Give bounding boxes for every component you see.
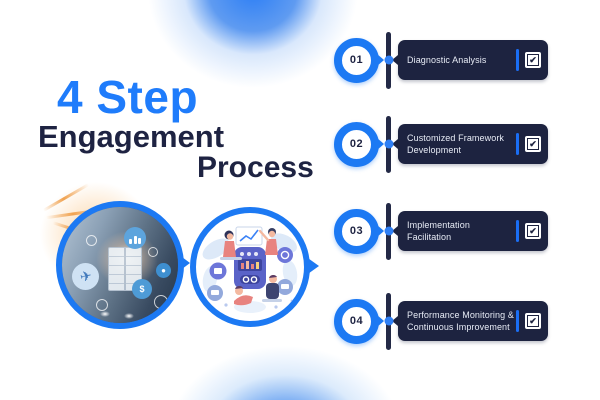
photo-circle: ✈ $ ● bbox=[56, 201, 184, 329]
connector-bar bbox=[384, 292, 393, 350]
step-badge-pointer bbox=[377, 138, 384, 150]
checkmark-icon: ✔ bbox=[527, 315, 539, 327]
user-icon: ● bbox=[156, 263, 171, 278]
step-number-badge: 02 bbox=[334, 121, 379, 167]
connector-dot bbox=[384, 316, 393, 326]
step-badge-pointer bbox=[377, 54, 384, 66]
title-line-1: 4 Step bbox=[57, 71, 199, 123]
bar-chart-icon bbox=[124, 227, 146, 249]
step-label: Performance Monitoring & Continuous Impr… bbox=[407, 309, 514, 333]
step-label-line: Diagnostic Analysis bbox=[407, 54, 487, 65]
checkmark-icon: ✔ bbox=[527, 138, 539, 150]
step-number: 02 bbox=[349, 138, 364, 150]
illustration-circle bbox=[190, 207, 310, 327]
connector-dot bbox=[384, 139, 393, 149]
money-icon: $ bbox=[132, 279, 152, 299]
checkbox[interactable]: ✔ bbox=[525, 223, 541, 239]
illustration-circle-pointer bbox=[305, 256, 319, 276]
checkmark-icon: ✔ bbox=[527, 225, 539, 237]
connector-dot bbox=[384, 226, 393, 236]
title-line-2: Engagement bbox=[38, 119, 225, 154]
step-number-badge: 01 bbox=[334, 37, 379, 83]
step-card: Implementation Facilitation ✔ bbox=[398, 211, 548, 251]
step-row-1: 01 Diagnostic Analysis ✔ bbox=[334, 29, 548, 91]
card-arrow-left bbox=[392, 139, 398, 149]
checkbox[interactable]: ✔ bbox=[525, 52, 541, 68]
network-node bbox=[86, 235, 97, 246]
step-card: Performance Monitoring & Continuous Impr… bbox=[398, 301, 548, 341]
card-divider bbox=[516, 49, 519, 71]
background-blob-bottom bbox=[168, 346, 402, 400]
step-row-3: 03 Implementation Facilitation ✔ bbox=[334, 200, 548, 262]
card-arrow-left bbox=[392, 226, 398, 236]
plane-icon: ✈ bbox=[72, 263, 99, 290]
headlight-glow bbox=[124, 313, 134, 319]
step-label-line: Facilitation bbox=[407, 232, 452, 242]
card-arrow-left bbox=[392, 55, 398, 65]
step-label-line: Continuous Improvement bbox=[407, 322, 510, 332]
card-divider bbox=[516, 220, 519, 242]
connector-bar bbox=[384, 115, 393, 173]
teamwork-illustration bbox=[202, 226, 298, 313]
step-label-line: Development bbox=[407, 145, 462, 155]
step-card: Diagnostic Analysis ✔ bbox=[398, 40, 548, 80]
photo-circle-pointer bbox=[178, 254, 190, 272]
step-badge-pointer bbox=[377, 225, 384, 237]
step-row-4: 04 Performance Monitoring & Continuous I… bbox=[334, 290, 548, 352]
headlight-glow bbox=[100, 311, 110, 317]
network-node bbox=[154, 295, 168, 309]
title-line-3: Process bbox=[197, 151, 314, 184]
step-number-badge: 03 bbox=[334, 208, 379, 254]
step-label: Diagnostic Analysis bbox=[407, 54, 514, 66]
step-row-2: 02 Customized Framework Development ✔ bbox=[334, 113, 548, 175]
step-label: Customized Framework Development bbox=[407, 132, 514, 156]
step-card: Customized Framework Development ✔ bbox=[398, 124, 548, 164]
card-arrow-left bbox=[392, 316, 398, 326]
step-label-line: Implementation bbox=[407, 219, 470, 230]
step-number: 01 bbox=[349, 54, 364, 66]
checkbox[interactable]: ✔ bbox=[525, 136, 541, 152]
connector-bar bbox=[384, 202, 393, 260]
step-label: Implementation Facilitation bbox=[407, 219, 514, 243]
checkmark-icon: ✔ bbox=[527, 54, 539, 66]
step-number-badge: 04 bbox=[334, 298, 379, 344]
step-number: 03 bbox=[349, 225, 364, 237]
step-number: 04 bbox=[349, 315, 364, 327]
network-node bbox=[148, 247, 158, 257]
step-label-line: Customized Framework bbox=[407, 132, 505, 143]
network-node bbox=[96, 299, 108, 311]
card-divider bbox=[516, 133, 519, 155]
connector-bar bbox=[384, 31, 393, 89]
checkbox[interactable]: ✔ bbox=[525, 313, 541, 329]
step-badge-pointer bbox=[377, 315, 384, 327]
step-label-line: Performance Monitoring & bbox=[407, 309, 514, 320]
card-divider bbox=[516, 310, 519, 332]
connector-dot bbox=[384, 55, 393, 65]
